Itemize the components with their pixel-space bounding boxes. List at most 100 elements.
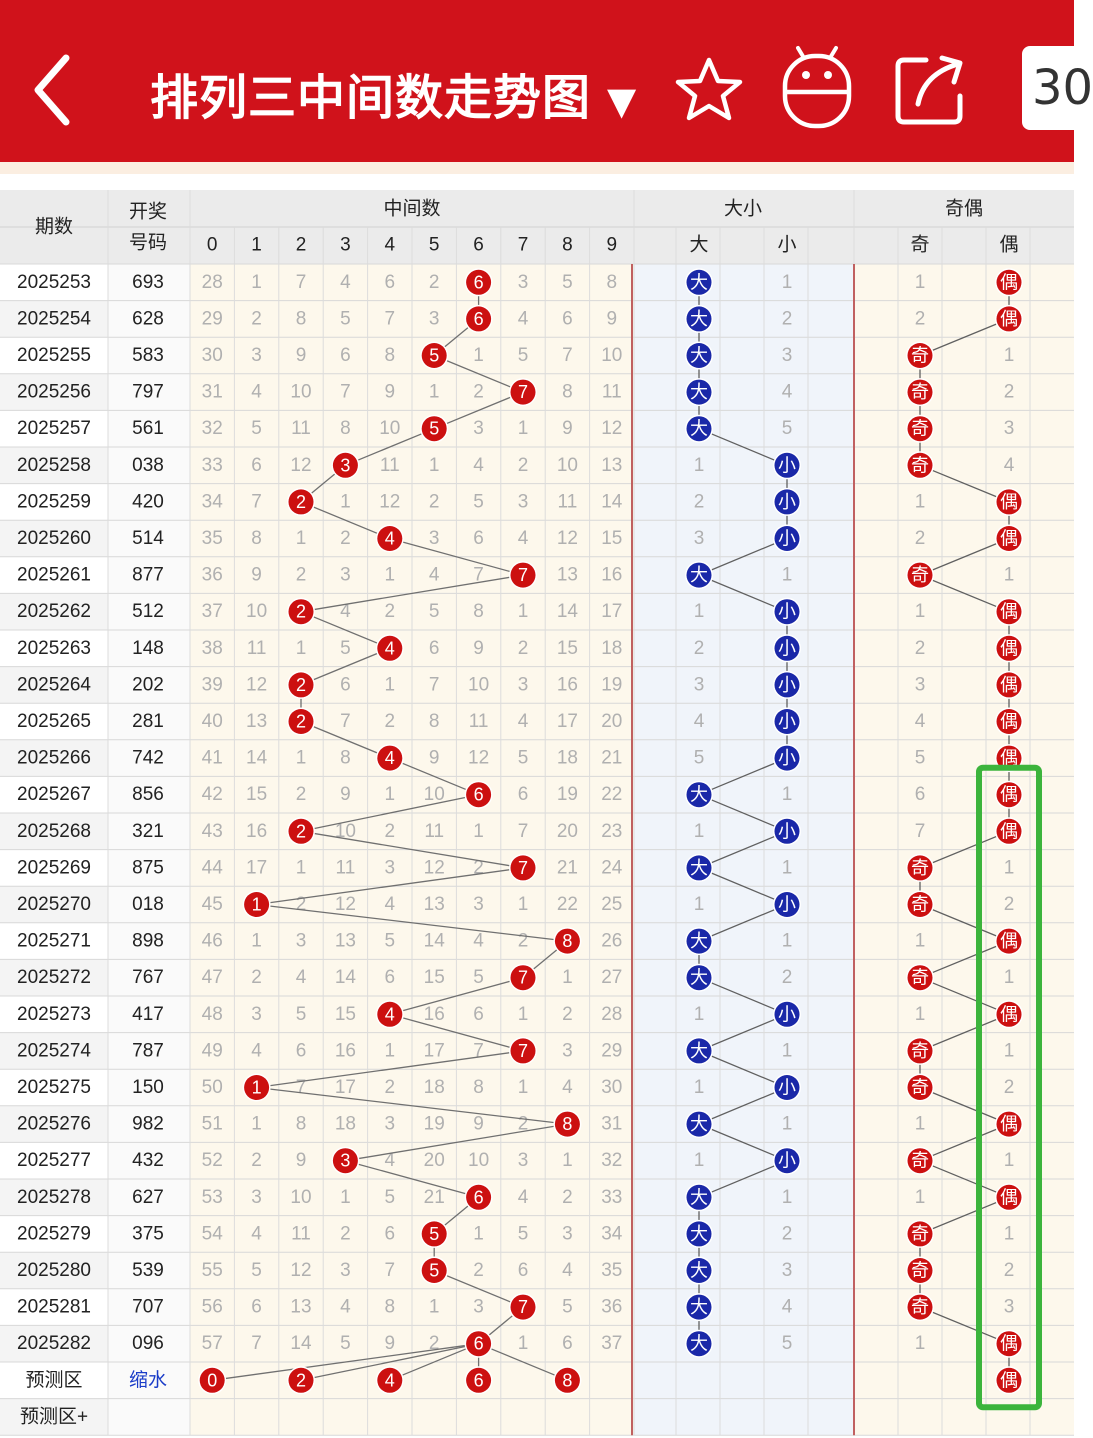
miss-count-cell: 1 [385, 674, 396, 695]
miss-count-cell: 35 [202, 528, 223, 549]
back-arrow-icon[interactable] [28, 52, 78, 128]
even-miss-cell: 1 [1004, 857, 1015, 878]
miss-count-cell: 3 [296, 931, 307, 952]
small-miss-cell: 1 [782, 784, 793, 805]
mid-ball-label: 6 [474, 785, 484, 805]
miss-count-cell: 6 [251, 1297, 262, 1318]
small-miss-cell: 5 [782, 1333, 793, 1354]
predict-ball-label: 2 [296, 1370, 306, 1390]
miss-count-cell: 12 [290, 1260, 311, 1281]
even-ball-label: 偶 [1000, 1334, 1018, 1354]
dropdown-arrow-icon[interactable]: ▼ [607, 79, 638, 123]
miss-count-cell: 9 [473, 638, 484, 659]
period-cell-bg [0, 776, 108, 813]
big-ball-label: 大 [690, 346, 708, 366]
period-cell-bg [0, 996, 108, 1033]
parity-group-header: 奇偶 [945, 198, 983, 220]
odd-miss-cell: 1 [915, 1114, 926, 1135]
mid-ball [510, 1038, 536, 1064]
issue-count-button[interactable]: 30 [1022, 46, 1093, 130]
miss-count-cell: 2 [296, 894, 307, 915]
miss-count-cell: 5 [473, 491, 484, 512]
miss-count-cell: 19 [601, 674, 622, 695]
big-ball-label: 大 [690, 858, 708, 878]
mid-ball-label: 7 [518, 565, 528, 585]
predict-line [300, 1343, 479, 1381]
miss-count-cell: 11 [602, 382, 622, 403]
draw-number-cell: 038 [132, 455, 164, 476]
period-cell-bg [0, 1069, 108, 1106]
share-icon[interactable] [894, 52, 968, 126]
miss-count-cell: 5 [340, 638, 351, 659]
miss-count-cell: 1 [385, 1040, 396, 1061]
mid-ball [510, 1294, 536, 1320]
miss-count-cell: 32 [202, 418, 223, 439]
miss-count-cell: 1 [296, 748, 307, 769]
trend-line [345, 1123, 568, 1162]
mid-ball-label: 2 [296, 602, 306, 622]
miss-count-cell: 29 [601, 1040, 622, 1061]
even-ball [996, 599, 1022, 625]
miss-count-cell: 5 [251, 418, 262, 439]
period-cell-bg [0, 1105, 108, 1143]
miss-count-cell: 4 [518, 528, 529, 549]
odd-ball-label: 奇 [911, 968, 929, 988]
miss-count-cell: 8 [296, 308, 307, 329]
small-ball [774, 452, 800, 478]
period-cell: 2025268 [17, 821, 91, 842]
miss-count-cell: 50 [202, 1077, 223, 1098]
mid-ball [466, 1331, 492, 1357]
odd-ball-label: 奇 [911, 1078, 929, 1098]
miss-count-cell: 2 [296, 565, 307, 586]
miss-count-cell: 15 [424, 967, 445, 988]
odd-ball [907, 892, 933, 917]
odd-ball-label: 奇 [911, 1261, 929, 1281]
odd-ball [907, 855, 933, 881]
miss-count-cell: 7 [340, 711, 351, 732]
even-miss-cell: 1 [1004, 345, 1015, 366]
miss-count-cell: 2 [429, 491, 440, 512]
miss-count-cell: 4 [340, 272, 351, 293]
mid-ball-label: 5 [429, 346, 439, 366]
miss-count-cell: 6 [473, 528, 484, 549]
miss-count-cell: 1 [518, 418, 529, 439]
big-ball [686, 1038, 712, 1064]
draw-number-cell: 898 [132, 931, 164, 952]
mid-ball-label: 6 [474, 1187, 484, 1207]
odd-miss-cell: 2 [915, 638, 926, 659]
page-title[interactable]: 排列三中间数走势图▼ [150, 58, 637, 128]
shrink-link[interactable]: 缩水 [129, 1369, 167, 1391]
even-ball-label: 偶 [1000, 1114, 1018, 1134]
mid-ball-label: 7 [518, 382, 528, 402]
miss-count-cell: 1 [429, 1297, 440, 1318]
miss-count-cell: 26 [601, 931, 622, 952]
trend-line [919, 537, 1010, 576]
period-cell-bg [0, 1362, 108, 1399]
miss-count-cell: 1 [518, 1077, 529, 1098]
miss-count-cell: 21 [424, 1187, 445, 1208]
odd-miss-cell: 2 [915, 528, 926, 549]
mid-ball-label: 4 [385, 638, 395, 658]
miss-count-cell: 12 [290, 455, 311, 476]
trend-line [919, 1160, 1010, 1198]
trend-line [698, 1013, 788, 1052]
star-icon[interactable] [674, 56, 744, 124]
small-miss-cell: 1 [782, 1040, 793, 1061]
mid-ball-label: 7 [518, 858, 528, 878]
mid-ball [510, 562, 536, 588]
odd-ball-label: 奇 [911, 346, 929, 366]
small-ball-label: 小 [778, 529, 796, 549]
period-header: 期数 [35, 216, 73, 238]
period-cell-bg [0, 300, 108, 338]
big-ball-label: 大 [690, 1041, 708, 1061]
even-ball-label: 偶 [1000, 931, 1018, 951]
big-ball-label: 大 [690, 1114, 708, 1134]
mid-ball [510, 855, 536, 881]
robot-icon[interactable] [780, 44, 854, 130]
miss-count-cell: 8 [296, 1114, 307, 1135]
small-miss-cell: 2 [782, 308, 793, 329]
draw-number-cell: 875 [132, 857, 164, 878]
miss-count-cell: 7 [518, 821, 529, 842]
odd-ball-label: 奇 [911, 1151, 929, 1171]
even-ball-label: 偶 [1000, 821, 1018, 841]
